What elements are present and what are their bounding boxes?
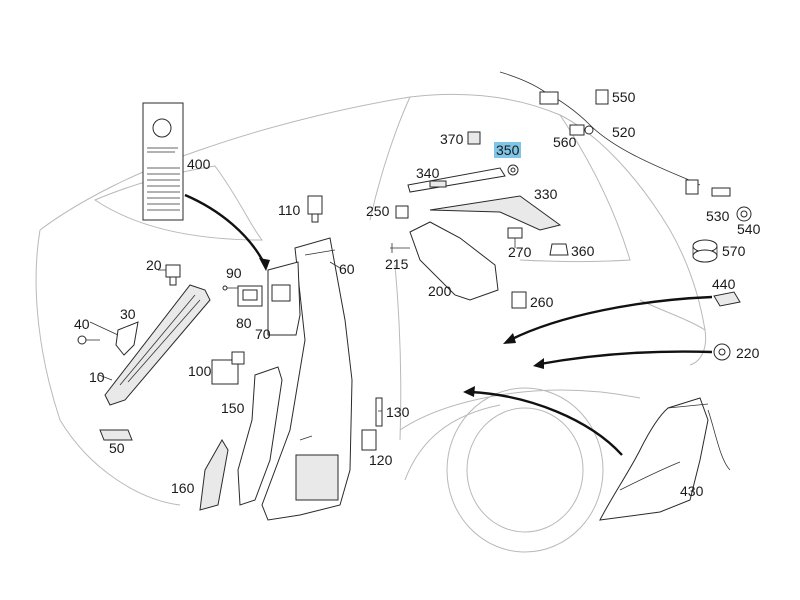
part-340-trim-strip (407, 167, 506, 193)
part-530-plug (711, 187, 731, 197)
leader-lines (89, 261, 382, 412)
callout-60: 60 (339, 261, 355, 277)
part-430-quarter-trim (599, 397, 731, 521)
callout-540: 540 (737, 221, 761, 237)
part-70-b-pillar-upper (267, 261, 301, 336)
arrow-head-400 (259, 258, 270, 271)
callout-160: 160 (171, 480, 195, 496)
part-90-pin (222, 285, 238, 291)
part-100-belt-retractor (211, 351, 245, 385)
callout-40: 40 (74, 316, 90, 332)
part-30-bracket (115, 321, 139, 356)
arrow-430 (469, 390, 623, 456)
callout-80: 80 (236, 315, 252, 331)
callout-130: 130 (386, 404, 410, 420)
part-260-clip (511, 291, 527, 309)
part-350-grommet (507, 164, 519, 176)
callout-100: 100 (188, 363, 212, 379)
part-520-antenna-cable (499, 71, 701, 195)
part-160-cover (199, 439, 229, 511)
callout-10: 10 (89, 369, 105, 385)
part-360-clip (549, 243, 569, 256)
part-250-clip (395, 205, 409, 219)
callout-30: 30 (120, 306, 136, 322)
part-560-plug (569, 124, 594, 136)
callout-215: 215 (385, 256, 409, 272)
part-220-grommet (713, 343, 731, 361)
callout-520: 520 (612, 124, 636, 140)
callout-200: 200 (428, 283, 452, 299)
part-570-ring (692, 239, 718, 263)
part-200-d-pillar-trim (409, 221, 499, 301)
callout-120: 120 (369, 452, 393, 468)
part-330-upper-trim (429, 195, 562, 231)
callout-150: 150 (221, 400, 245, 416)
part-130-strip (375, 397, 383, 427)
callout-370: 370 (440, 131, 464, 147)
part-550-connector (595, 89, 609, 105)
callout-330: 330 (534, 186, 558, 202)
part-440-pad (713, 291, 741, 307)
callout-90: 90 (226, 265, 242, 281)
car-body-outline (35, 93, 707, 553)
callout-340: 340 (416, 165, 440, 181)
callout-430: 430 (680, 483, 704, 499)
part-110-clip (307, 195, 323, 223)
callout-250: 250 (366, 203, 390, 219)
part-40-screw (77, 335, 100, 345)
part-215-bracket (390, 243, 410, 253)
callout-550: 550 (612, 89, 636, 105)
part-400-warning-label (142, 102, 184, 221)
callout-360: 360 (571, 243, 595, 259)
arrow-head-220 (533, 358, 544, 369)
callout-400: 400 (187, 156, 211, 172)
part-270-connector (507, 227, 523, 248)
callout-220: 220 (736, 345, 760, 361)
part-20-clip (165, 264, 181, 286)
part-370-pad (467, 131, 481, 145)
part-80-belt-guide (237, 285, 263, 307)
part-60-b-pillar-trim (261, 237, 353, 521)
callout-560: 560 (553, 134, 577, 150)
callout-260: 260 (530, 294, 554, 310)
callout-50: 50 (109, 440, 125, 456)
part-120-clip (361, 429, 377, 451)
part-10-a-pillar-trim (104, 284, 211, 406)
callout-350-highlighted: 350 (494, 142, 522, 158)
callout-530: 530 (706, 208, 730, 224)
callout-440: 440 (712, 276, 736, 292)
callout-570: 570 (722, 243, 746, 259)
callout-20: 20 (146, 257, 162, 273)
part-150-c-pillar-trim (237, 366, 283, 506)
arrow-head-430 (463, 386, 475, 397)
arrow-440 (509, 295, 713, 342)
arrow-head-440 (503, 333, 516, 344)
arrow-220 (539, 350, 713, 366)
callout-110: 110 (278, 202, 301, 218)
callout-270: 270 (508, 244, 532, 260)
arrow-400-to-80 (184, 193, 267, 266)
callout-70: 70 (255, 326, 271, 342)
part-540-nut (736, 206, 752, 222)
part-50-pad (99, 429, 133, 441)
